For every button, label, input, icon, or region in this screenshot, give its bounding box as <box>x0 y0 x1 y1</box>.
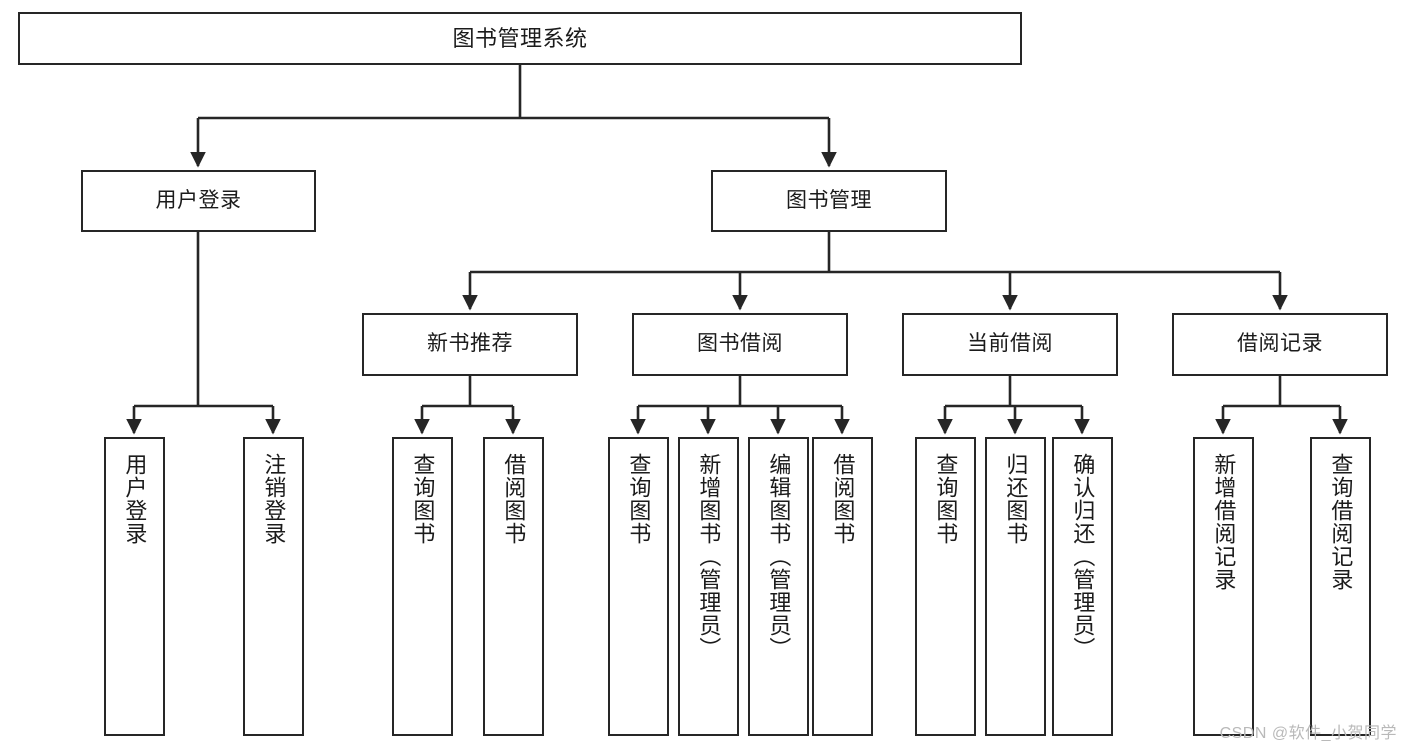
leaf-borrow-record-add-record[interactable]: 新增借阅记录 <box>1193 437 1254 736</box>
node-label: 确认归还（管理员） <box>1070 453 1096 660</box>
csdn-watermark: CSDN @软件_小贺同学 <box>1219 725 1397 742</box>
leaf-book-borrow-borrow-book[interactable]: 借阅图书 <box>812 437 873 736</box>
leaf-book-borrow-add-book-admin[interactable]: 新增图书（管理员） <box>678 437 739 736</box>
leaf-user-login-logout[interactable]: 注销登录 <box>243 437 304 736</box>
node-borrow-record[interactable]: 借阅记录 <box>1172 313 1388 376</box>
node-label: 归还图书 <box>1003 453 1029 545</box>
node-book-borrow[interactable]: 图书借阅 <box>632 313 848 376</box>
leaf-book-borrow-query-book[interactable]: 查询图书 <box>608 437 669 736</box>
node-label: 图书管理 <box>786 188 872 212</box>
node-user-login[interactable]: 用户登录 <box>81 170 316 232</box>
node-label: 借阅图书 <box>830 453 856 545</box>
leaf-current-borrow-confirm-return-admin[interactable]: 确认归还（管理员） <box>1052 437 1113 736</box>
node-label: 用户登录 <box>155 188 242 212</box>
node-label: 用户登录 <box>122 453 148 545</box>
node-label: 借阅图书 <box>501 453 527 545</box>
node-label: 新书推荐 <box>427 332 513 356</box>
node-label: 查询图书 <box>626 453 652 545</box>
leaf-borrow-record-query-record[interactable]: 查询借阅记录 <box>1310 437 1371 736</box>
node-label: 新增图书（管理员） <box>696 453 722 660</box>
node-label: 查询图书 <box>933 453 959 545</box>
node-current-borrow[interactable]: 当前借阅 <box>902 313 1118 376</box>
node-label: 注销登录 <box>261 453 287 545</box>
node-label: 当前借阅 <box>967 332 1053 356</box>
node-book-management[interactable]: 图书管理 <box>711 170 947 232</box>
node-new-book-recommend[interactable]: 新书推荐 <box>362 313 578 376</box>
leaf-user-login-login[interactable]: 用户登录 <box>104 437 165 736</box>
node-label: 新增借阅记录 <box>1211 453 1237 591</box>
leaf-current-borrow-query-book[interactable]: 查询图书 <box>915 437 976 736</box>
leaf-new-book-borrow-book[interactable]: 借阅图书 <box>483 437 544 736</box>
node-root-system[interactable]: 图书管理系统 <box>18 12 1022 65</box>
node-label: 编辑图书（管理员） <box>766 453 792 660</box>
node-label: 图书借阅 <box>697 332 783 356</box>
leaf-current-borrow-return-book[interactable]: 归还图书 <box>985 437 1046 736</box>
node-label: 图书管理系统 <box>452 25 588 51</box>
leaf-new-book-query-book[interactable]: 查询图书 <box>392 437 453 736</box>
node-label: 查询借阅记录 <box>1328 453 1354 591</box>
node-label: 借阅记录 <box>1237 332 1323 356</box>
node-label: 查询图书 <box>410 453 436 545</box>
leaf-book-borrow-edit-book-admin[interactable]: 编辑图书（管理员） <box>748 437 809 736</box>
